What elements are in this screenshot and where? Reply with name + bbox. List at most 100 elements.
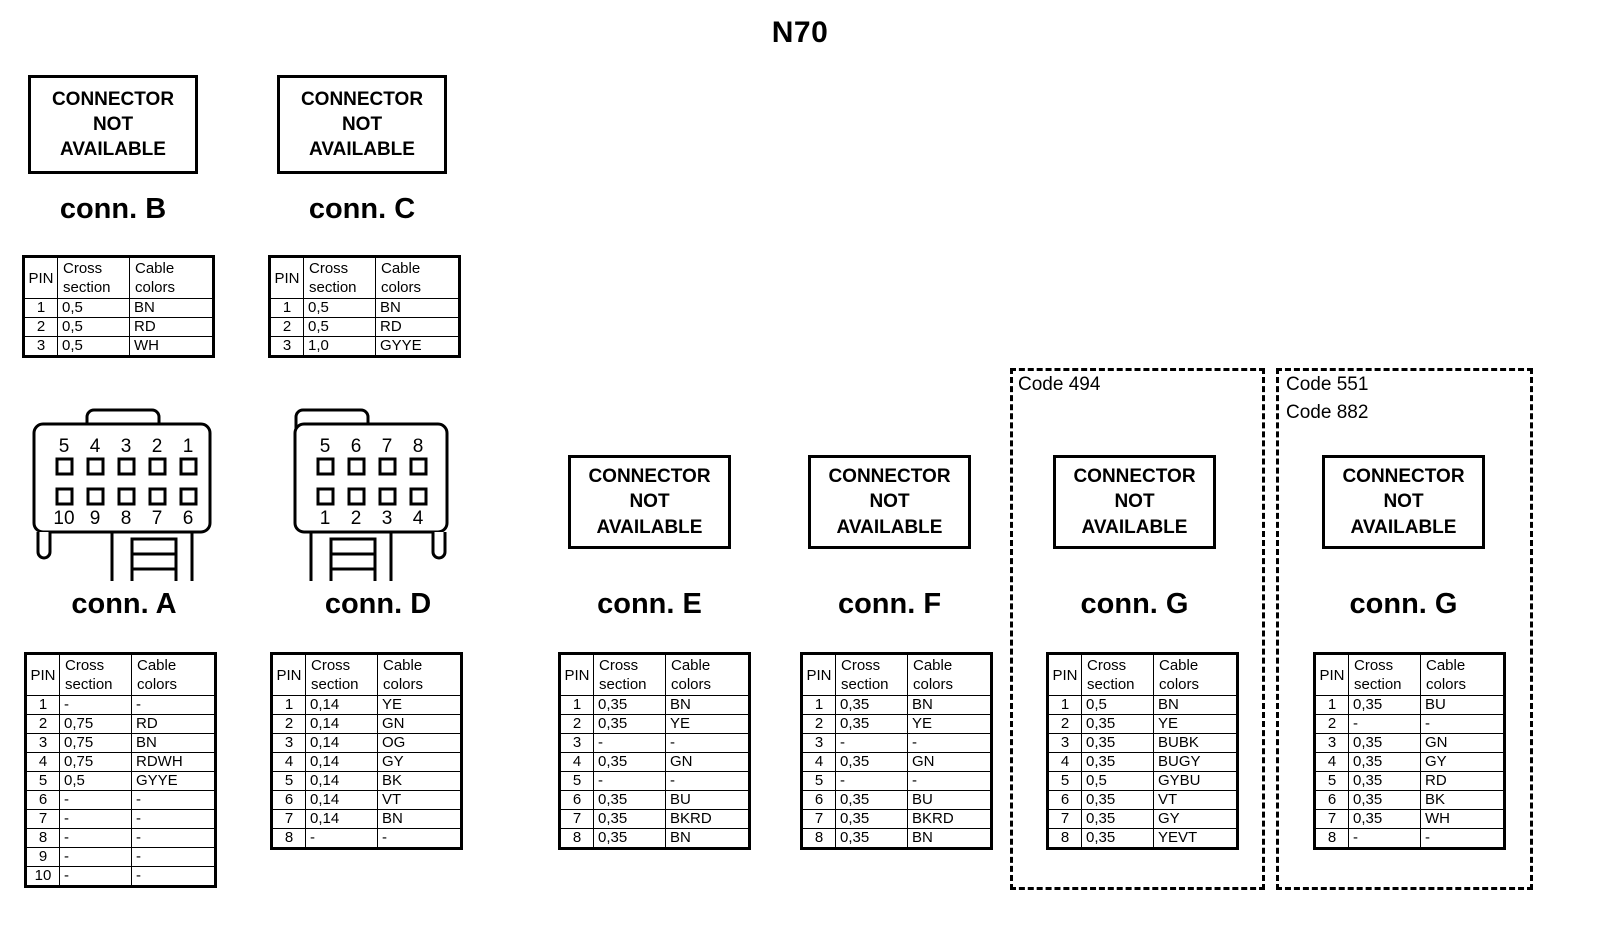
cell-cable-colors: - <box>1420 828 1505 849</box>
cell-cross-section: 0,35 <box>593 714 666 734</box>
cell-pin: 1 <box>801 695 836 715</box>
cell-cross-section: 0,35 <box>835 714 908 734</box>
cell-cross-section: 0,5 <box>303 317 376 337</box>
cell-cross-section: - <box>835 771 908 791</box>
cell-pin: 8 <box>559 828 594 849</box>
cell-pin: 7 <box>1047 809 1082 829</box>
cell-cable-colors: BN <box>907 695 992 715</box>
cell-cross-section: - <box>593 733 666 753</box>
cell-pin: 2 <box>1314 714 1349 734</box>
cell-cable-colors: BN <box>129 298 214 318</box>
na-line-2: NOT <box>1114 491 1155 513</box>
cell-pin: 6 <box>1314 790 1349 810</box>
cell-pin: 10 <box>25 866 60 887</box>
cell-cable-colors: - <box>665 771 750 791</box>
cell-cross-section: 0,14 <box>305 809 378 829</box>
cell-cable-colors: GY <box>377 752 462 772</box>
cell-cable-colors: - <box>907 771 992 791</box>
table-row: 5-- <box>559 771 750 791</box>
cell-pin: 9 <box>25 847 60 867</box>
cell-pin: 7 <box>1314 809 1349 829</box>
cell-cross-section: 0,35 <box>835 828 908 849</box>
cell-pin: 3 <box>559 733 594 753</box>
connector-b-not-available-box: CONNECTOR NOT AVAILABLE <box>28 75 198 174</box>
cell-cable-colors: GY <box>1153 809 1238 829</box>
connector-b-caption: conn. B <box>59 193 167 225</box>
cell-cable-colors: - <box>665 733 750 753</box>
pin-number: 5 <box>59 436 70 457</box>
cell-pin: 6 <box>25 790 60 810</box>
connector-c-not-available-box: CONNECTOR NOT AVAILABLE <box>277 75 447 174</box>
na-line-3: AVAILABLE <box>309 139 415 161</box>
table-row: 10-- <box>25 866 216 887</box>
cell-cable-colors: BU <box>1420 695 1505 715</box>
table-row: 8-- <box>271 828 462 849</box>
cell-cross-section: 0,35 <box>1081 714 1154 734</box>
cell-pin: 6 <box>271 790 306 810</box>
header-pin: PIN <box>271 653 306 696</box>
cell-cross-section: 0,35 <box>1348 771 1421 791</box>
na-line-3: AVAILABLE <box>1350 516 1457 538</box>
pin-number: 2 <box>152 436 163 457</box>
cell-pin: 4 <box>1314 752 1349 772</box>
cell-cable-colors: RD <box>1420 771 1505 791</box>
cell-pin: 4 <box>271 752 306 772</box>
pin-number: 8 <box>121 508 132 529</box>
cell-pin: 3 <box>801 733 836 753</box>
cell-cable-colors: - <box>131 809 216 829</box>
cell-cross-section: - <box>59 809 132 829</box>
cell-pin: 4 <box>1047 752 1082 772</box>
cell-cable-colors: - <box>907 733 992 753</box>
cell-cable-colors: BUGY <box>1153 752 1238 772</box>
cell-cable-colors: BN <box>131 733 216 753</box>
cell-cable-colors: YE <box>665 714 750 734</box>
connector-g2-not-available-box: CONNECTOR NOT AVAILABLE <box>1322 455 1485 549</box>
cell-cable-colors: - <box>377 828 462 849</box>
connector-g1-caption: conn. G <box>1080 588 1189 620</box>
code-label-551: Code 551 <box>1286 374 1369 395</box>
pin-number: 9 <box>90 508 101 529</box>
cell-cross-section: 0,35 <box>1348 733 1421 753</box>
cell-cable-colors: GN <box>665 752 750 772</box>
cell-cable-colors: WH <box>129 336 214 357</box>
cell-pin: 7 <box>25 809 60 829</box>
pin-number: 4 <box>90 436 101 457</box>
cell-pin: 4 <box>559 752 594 772</box>
na-line-2: NOT <box>1383 491 1424 513</box>
header-pin: PIN <box>1314 653 1349 696</box>
cell-cross-section: 0,35 <box>593 809 666 829</box>
cell-cross-section: 0,5 <box>57 336 130 357</box>
connector-a-caption: conn. A <box>71 588 177 620</box>
page-title: N70 <box>771 16 829 49</box>
cell-pin: 2 <box>23 317 58 337</box>
cell-cross-section: 0,35 <box>1081 752 1154 772</box>
connector-g1-not-available-box: CONNECTOR NOT AVAILABLE <box>1053 455 1216 549</box>
cell-pin: 5 <box>25 771 60 791</box>
cell-pin: 3 <box>25 733 60 753</box>
header-pin: PIN <box>269 256 304 299</box>
table-row: 3-- <box>801 733 992 753</box>
